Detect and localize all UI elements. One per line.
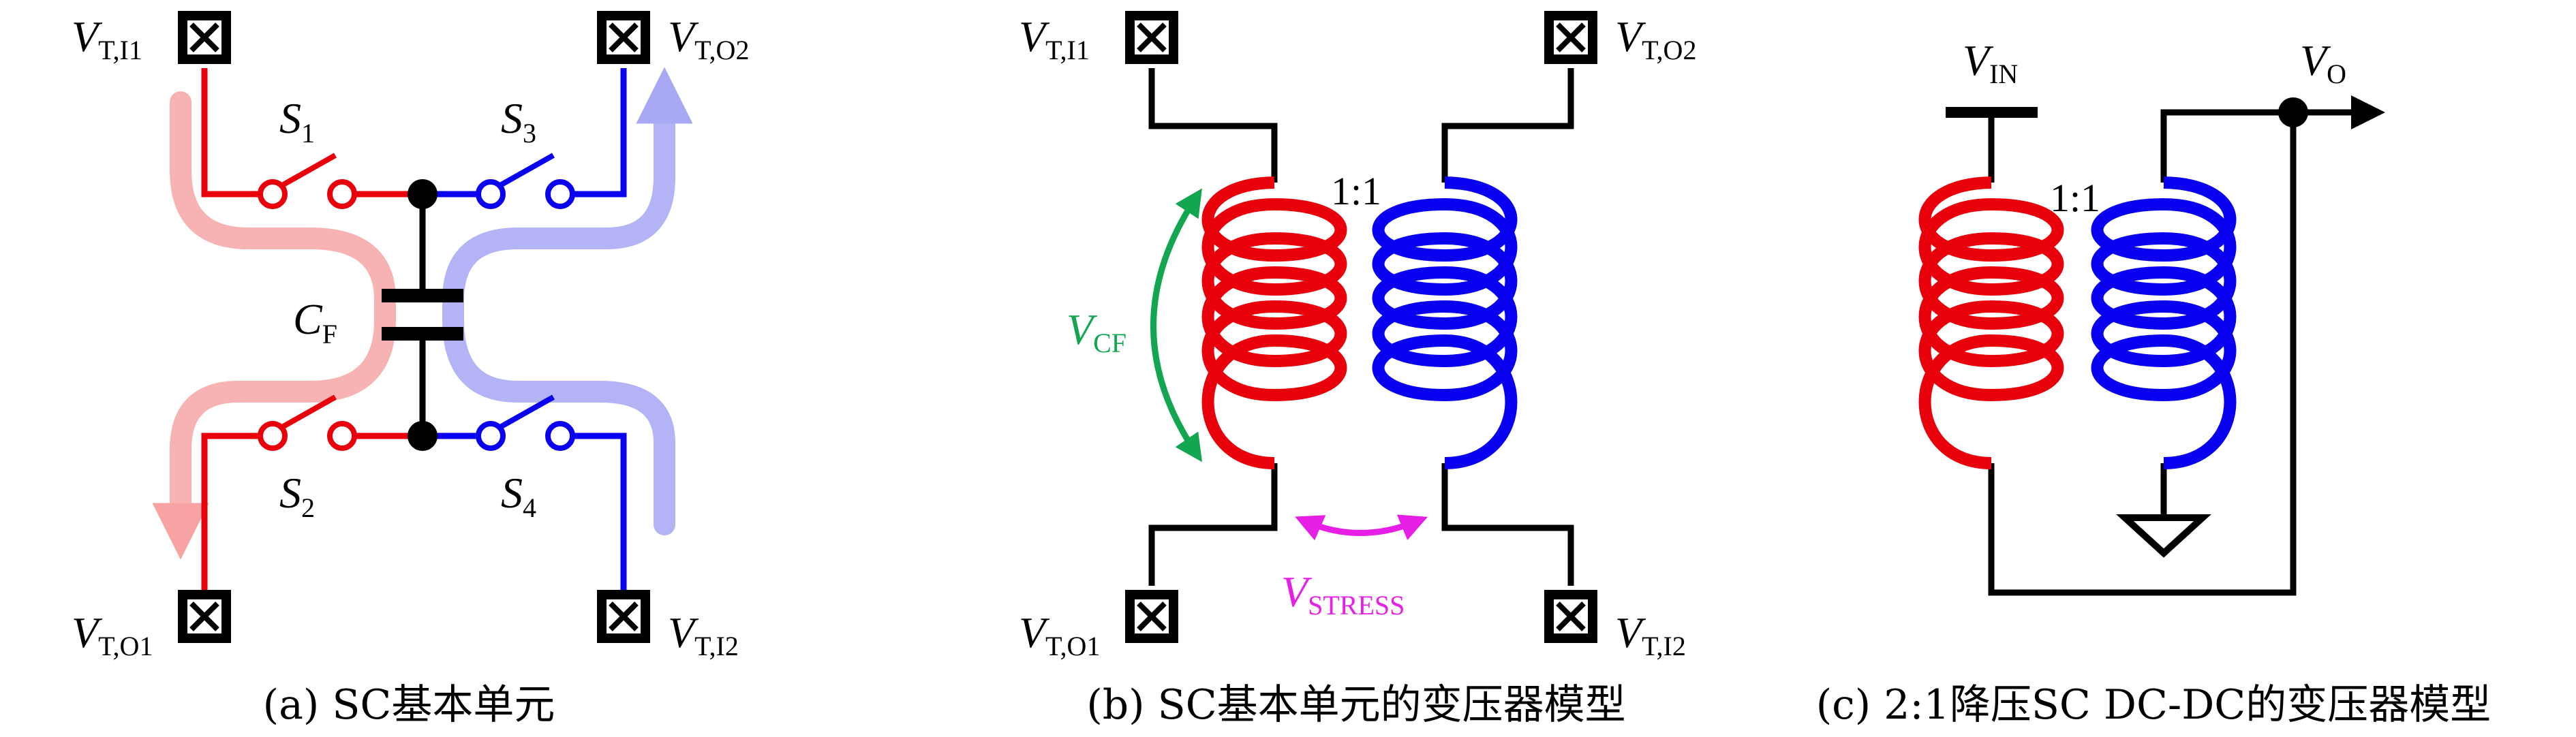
label-vin: VIN	[1963, 36, 2018, 89]
vo-junction-dot	[2278, 97, 2308, 127]
input-current-flow-1	[152, 91, 396, 560]
label-s4: S4	[501, 469, 536, 523]
terminal-ti1-icon	[178, 11, 231, 64]
ground-icon	[2116, 514, 2211, 558]
vo-arrow-icon	[2351, 95, 2385, 129]
label-vti1-a: VT,I1	[72, 12, 142, 65]
switch-s1	[258, 153, 357, 209]
vstress-arrow	[1295, 514, 1428, 541]
switch-s2	[258, 394, 357, 451]
label-s2: S2	[279, 469, 315, 523]
label-vti2-a: VT,I2	[668, 608, 739, 661]
terminal-to2-b-icon	[1544, 11, 1597, 64]
label-vto1-a: VT,O1	[72, 608, 153, 661]
terminal-to1-b-icon	[1125, 590, 1178, 643]
turns-ratio-b: 1:1	[1331, 169, 1381, 213]
label-s3: S3	[501, 94, 536, 148]
capacitor-cf	[382, 194, 463, 436]
switch-s3	[476, 153, 575, 209]
label-s1: S1	[279, 94, 315, 148]
caption-b: (b) SC基本单元的变压器模型	[1086, 681, 1625, 729]
panel-b-wires	[1148, 68, 1574, 586]
primary-coil-red	[1201, 176, 1347, 469]
label-vstress: VSTRESS	[1281, 567, 1405, 621]
terminal-to1-icon	[178, 590, 231, 643]
label-vto2-b: VT,O2	[1615, 12, 1696, 65]
input-current-flow-2	[442, 67, 693, 535]
terminal-to2-icon	[597, 11, 650, 64]
caption-a: (a) SC基本单元	[263, 681, 555, 729]
terminal-ti1-b-icon	[1125, 11, 1178, 64]
vcf-arrow	[1150, 188, 1203, 462]
secondary-coil-blue-c	[2091, 176, 2237, 469]
turns-ratio-c: 1:1	[2050, 176, 2100, 220]
label-vti2-b: VT,I2	[1615, 608, 1686, 661]
panel-c: 1:1 VIN VO (c) 2:1降压SC DC-DC的变压器模型	[1816, 36, 2491, 729]
primary-coil-red-c	[1918, 176, 2064, 469]
label-vto2-a: VT,O2	[668, 12, 749, 65]
switch-s4	[476, 394, 575, 451]
terminal-ti2-b-icon	[1544, 590, 1597, 643]
panel-b: VT,I1 VT,O2 VT,O1 VT,I2 1:1 VCF VSTRESS …	[1019, 11, 1696, 729]
label-vti1-b: VT,I1	[1019, 12, 1090, 65]
label-vto1-b: VT,O1	[1019, 608, 1100, 661]
label-vcf: VCF	[1067, 305, 1126, 358]
secondary-coil-blue	[1372, 176, 1518, 469]
label-vo: VO	[2300, 36, 2346, 89]
junction-dot-top	[408, 179, 438, 209]
caption-c: (c) 2:1降压SC DC-DC的变压器模型	[1816, 681, 2491, 729]
terminal-ti2-icon	[597, 590, 650, 643]
junction-dot-bottom	[408, 421, 438, 451]
label-cf: CF	[293, 295, 337, 349]
panel-a: VT,I1 VT,O2 VT,O1 VT,I2 S1 S3 S2 S4 CF (…	[72, 11, 749, 729]
